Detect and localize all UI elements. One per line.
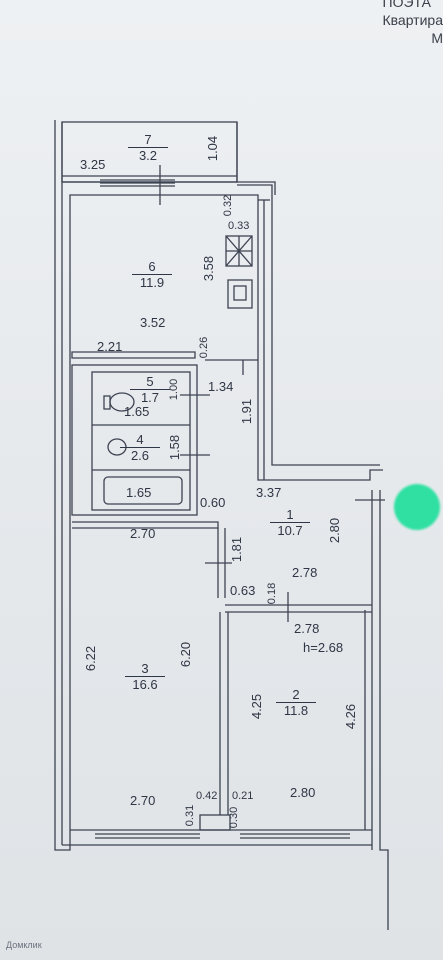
- dim-0-21: 0.21: [232, 790, 254, 802]
- outer-wall: [54, 120, 383, 851]
- dim-bath-depth: 1.58: [167, 434, 183, 461]
- dim-4-26: 4.26: [343, 703, 359, 730]
- room-7-area: 3.2: [128, 147, 168, 163]
- dim-1-91: 1.91: [239, 398, 255, 425]
- dim-0-26: 0.26: [198, 336, 211, 359]
- dim-hall-length: 2.80: [327, 517, 343, 544]
- dim-0-30: 0.30: [228, 806, 241, 829]
- dim-2-21: 2.21: [97, 339, 123, 354]
- dim-3-37: 3.37: [256, 485, 282, 500]
- room-3-area: 16.6: [125, 676, 165, 692]
- room-4-area: 2.6: [120, 447, 160, 463]
- dim-0-32: 0.32: [222, 194, 235, 217]
- room-1-area: 10.7: [270, 522, 310, 538]
- dim-wc-depth: 1.00: [168, 378, 181, 401]
- room-7-number: 7: [144, 132, 152, 147]
- dim-1-34: 1.34: [208, 379, 234, 394]
- dim-wc-width: 1.65: [124, 404, 150, 419]
- room-2-area: 11.8: [276, 702, 316, 718]
- dim-kitchen-width: 3.52: [140, 315, 166, 330]
- dim-balcony-depth: 1.04: [205, 135, 221, 162]
- room-1-number: 1: [286, 507, 294, 522]
- watermark: Домклик: [6, 940, 42, 950]
- dim-kitchen-length: 3.58: [201, 255, 217, 282]
- header-line-1: ПОЭТА: [382, 0, 431, 10]
- dim-0-31: 0.31: [184, 804, 197, 827]
- dim-6-22: 6.22: [83, 645, 99, 672]
- room-5-number: 5: [146, 374, 154, 389]
- green-marker: [394, 484, 440, 530]
- dim-2-80-bottom: 2.80: [290, 785, 316, 800]
- dim-0-33: 0.33: [228, 220, 250, 232]
- dim-0-60: 0.60: [200, 495, 226, 510]
- dim-2-70-bottom: 2.70: [130, 793, 156, 808]
- room-6-area: 11.9: [132, 274, 172, 290]
- dim-balcony-width: 3.25: [80, 157, 106, 172]
- dim-0-42: 0.42: [196, 790, 218, 802]
- dim-2-78-b: 2.78: [294, 621, 320, 636]
- dim-2-78-a: 2.78: [292, 565, 318, 580]
- room-5-area: 1.7: [130, 389, 170, 405]
- room-3-number: 3: [141, 661, 149, 676]
- dim-0-63: 0.63: [230, 583, 256, 598]
- room-6-number: 6: [148, 259, 156, 274]
- dim-bath-length: 1.65: [126, 485, 152, 500]
- dim-0-18: 0.18: [266, 582, 279, 605]
- dim-4-25: 4.25: [249, 693, 265, 720]
- room-4-number: 4: [136, 432, 144, 447]
- header-line-2: Квартира: [382, 12, 443, 28]
- dim-6-20: 6.20: [178, 641, 194, 668]
- header-line-3: М: [431, 30, 443, 46]
- dim-1-81: 1.81: [229, 536, 245, 563]
- dim-2-70-top: 2.70: [130, 526, 156, 541]
- room-2-number: 2: [292, 687, 300, 702]
- ceiling-height: h=2.68: [303, 640, 344, 655]
